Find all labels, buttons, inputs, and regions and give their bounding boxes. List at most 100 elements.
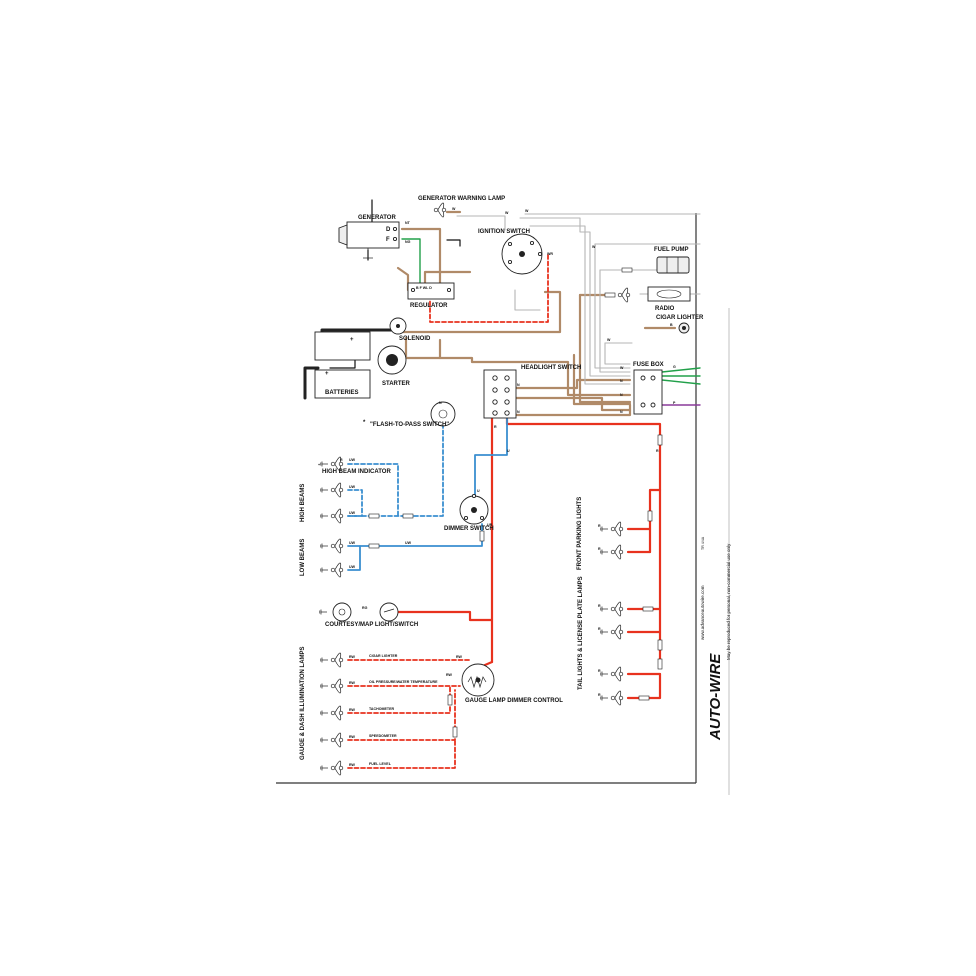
svg-text:UR: UR — [487, 523, 493, 527]
svg-text:DIMMER SWITCH: DIMMER SWITCH — [444, 526, 494, 532]
courtesy-map-light-switch[interactable]: COURTESY/MAP LIGHT/SWITCH RG — [319, 602, 418, 628]
gauge-lamp-row: SPEEDOMETER — [320, 732, 397, 748]
svg-text:RW: RW — [456, 655, 463, 659]
svg-text:COURTESY/MAP LIGHT/SWITCH: COURTESY/MAP LIGHT/SWITCH — [325, 622, 418, 628]
high-beams: HIGH BEAMS — [300, 482, 414, 524]
svg-text:IGNITION SWITCH: IGNITION SWITCH — [478, 229, 530, 235]
svg-text:*: * — [363, 420, 366, 426]
gauge-lamp-row: TACHOMETER — [320, 705, 394, 721]
svg-text:GENERATOR: GENERATOR — [358, 215, 396, 221]
svg-text:R: R — [598, 693, 601, 697]
svg-text:GAUGE LAMP DIMMER CONTROL: GAUGE LAMP DIMMER CONTROL — [465, 698, 563, 704]
svg-text:SPEEDOMETER: SPEEDOMETER — [369, 734, 397, 738]
wires-green — [401, 238, 701, 385]
svg-text:F: F — [386, 237, 390, 243]
tail-lights-license-plate-lamps: TAIL LIGHTS & LICENSE PLATE LAMPS — [578, 576, 663, 706]
svg-text:R: R — [598, 627, 601, 631]
svg-text:CIGAR LIGHTER: CIGAR LIGHTER — [369, 654, 398, 658]
gauge-lamp-row: OIL PRESSURE/WATER TEMPERATURE — [320, 678, 438, 694]
gauge-lamp-row: CIGAR LIGHTER — [320, 652, 398, 668]
headlight-switch[interactable]: HEADLIGHT SWITCH — [483, 365, 581, 419]
svg-text:W: W — [452, 207, 456, 211]
svg-text:UW: UW — [349, 485, 356, 489]
svg-text:U: U — [477, 489, 480, 493]
wire-code-labels: W W W W W N N N N N N U UW UW UW UW UW R… — [318, 209, 659, 767]
high-beam-indicator: HIGH BEAM INDICATOR — [320, 456, 391, 475]
svg-text:R: R — [598, 524, 601, 528]
batteries: + + BATTERIES — [314, 331, 371, 399]
svg-text:N: N — [517, 383, 520, 387]
svg-text:N: N — [620, 410, 623, 414]
svg-text:N: N — [517, 410, 520, 414]
svg-text:UW: UW — [349, 541, 356, 545]
svg-text:UW: UW — [349, 565, 356, 569]
svg-text:W: W — [525, 209, 529, 213]
svg-text:R: R — [494, 425, 497, 429]
svg-text:RW: RW — [349, 735, 356, 739]
svg-text:R: R — [598, 547, 601, 551]
flash-to-pass-switch[interactable]: * "FLASH-TO-PASS SWITCH" — [363, 401, 456, 428]
svg-text:NG: NG — [405, 240, 411, 244]
gauge-lamp-row: FUEL LEVEL — [320, 760, 392, 776]
gauge-lamp-dimmer-control[interactable]: GAUGE LAMP DIMMER CONTROL — [461, 663, 563, 704]
svg-text:LOW BEAMS: LOW BEAMS — [300, 539, 306, 576]
svg-text:BATTERIES: BATTERIES — [325, 390, 359, 396]
svg-text:RW: RW — [349, 681, 356, 685]
side-panel: AUTO-WIRE www.advanceautowire.com May be… — [700, 536, 731, 741]
svg-text:GENERATOR WARNING LAMP: GENERATOR WARNING LAMP — [418, 196, 505, 202]
generator-warning-lamp: GENERATOR WARNING LAMP — [418, 196, 505, 218]
svg-text:+: + — [318, 463, 320, 467]
svg-text:HIGH BEAMS: HIGH BEAMS — [300, 484, 306, 522]
svg-text:"FLASH-TO-PASS SWITCH": "FLASH-TO-PASS SWITCH" — [370, 422, 449, 428]
svg-text:May be reproduced for personal: May be reproduced for personal, non-comm… — [726, 543, 731, 660]
svg-text:U: U — [507, 449, 510, 453]
svg-text:FRONT PARKING LIGHTS: FRONT PARKING LIGHTS — [577, 497, 583, 570]
svg-text:RADIO: RADIO — [655, 306, 675, 312]
svg-text:R: R — [340, 458, 343, 462]
svg-text:SOLENOID: SOLENOID — [399, 336, 431, 342]
svg-text:AUTO-WIRE: AUTO-WIRE — [707, 653, 724, 741]
svg-text:RW: RW — [349, 655, 356, 659]
svg-text:D: D — [386, 227, 391, 233]
svg-text:TACHOMETER: TACHOMETER — [369, 707, 394, 711]
svg-text:UW: UW — [405, 541, 412, 545]
svg-text:TR 4/4A: TR 4/4A — [701, 536, 705, 550]
svg-text:HIGH BEAM INDICATOR: HIGH BEAM INDICATOR — [322, 469, 391, 475]
generator: GENERATOR D F NT NG W — [338, 207, 456, 259]
svg-text:W: W — [592, 245, 596, 249]
fuel-pump: FUEL PUMP — [621, 247, 690, 274]
svg-text:G: G — [673, 365, 676, 369]
dimmer-switch[interactable]: DIMMER SWITCH U UR — [444, 489, 494, 532]
svg-text:TAIL LIGHTS & LICENSE PLATE LA: TAIL LIGHTS & LICENSE PLATE LAMPS — [578, 576, 584, 690]
svg-text:+: + — [350, 337, 354, 343]
svg-text:FUSE BOX: FUSE BOX — [633, 362, 664, 368]
svg-text:UW: UW — [349, 511, 356, 515]
cigar-lighter: CIGAR LIGHTER B — [656, 315, 704, 334]
svg-text:FUEL PUMP: FUEL PUMP — [654, 247, 689, 253]
svg-text:CIGAR LIGHTER: CIGAR LIGHTER — [656, 315, 704, 321]
svg-text:RW: RW — [446, 673, 453, 677]
svg-text:RW: RW — [349, 763, 356, 767]
svg-text:RG: RG — [362, 606, 368, 610]
svg-text:R: R — [598, 604, 601, 608]
wires-red-dashed — [347, 659, 471, 769]
svg-text:+: + — [325, 371, 329, 377]
svg-text:UW: UW — [349, 458, 356, 462]
svg-text:N: N — [620, 393, 623, 397]
ignition-switch[interactable]: IGNITION SWITCH WR — [478, 229, 553, 275]
svg-text:R: R — [656, 449, 659, 453]
svg-text:OIL PRESSURE/WATER TEMPERATURE: OIL PRESSURE/WATER TEMPERATURE — [369, 680, 438, 684]
svg-text:www.advanceautowire.com: www.advanceautowire.com — [700, 585, 705, 640]
svg-text:W: W — [505, 211, 509, 215]
starter: STARTER — [377, 345, 411, 387]
regulator: B F WL D REGULATOR — [407, 282, 455, 309]
svg-text:P: P — [673, 401, 676, 405]
svg-text:GAUGE & DASH ILLUMINATION LAMP: GAUGE & DASH ILLUMINATION LAMPS — [300, 646, 306, 760]
gauge-dash-illumination-lamps: GAUGE & DASH ILLUMINATION LAMPS CIGAR LI… — [300, 646, 458, 776]
low-beams: LOW BEAMS UW — [300, 530, 485, 578]
svg-text:WR: WR — [547, 252, 553, 256]
svg-text:HEADLIGHT SWITCH: HEADLIGHT SWITCH — [521, 365, 581, 371]
svg-text:W: W — [607, 338, 611, 342]
front-parking-lights: FRONT PARKING LIGHTS — [577, 434, 663, 570]
